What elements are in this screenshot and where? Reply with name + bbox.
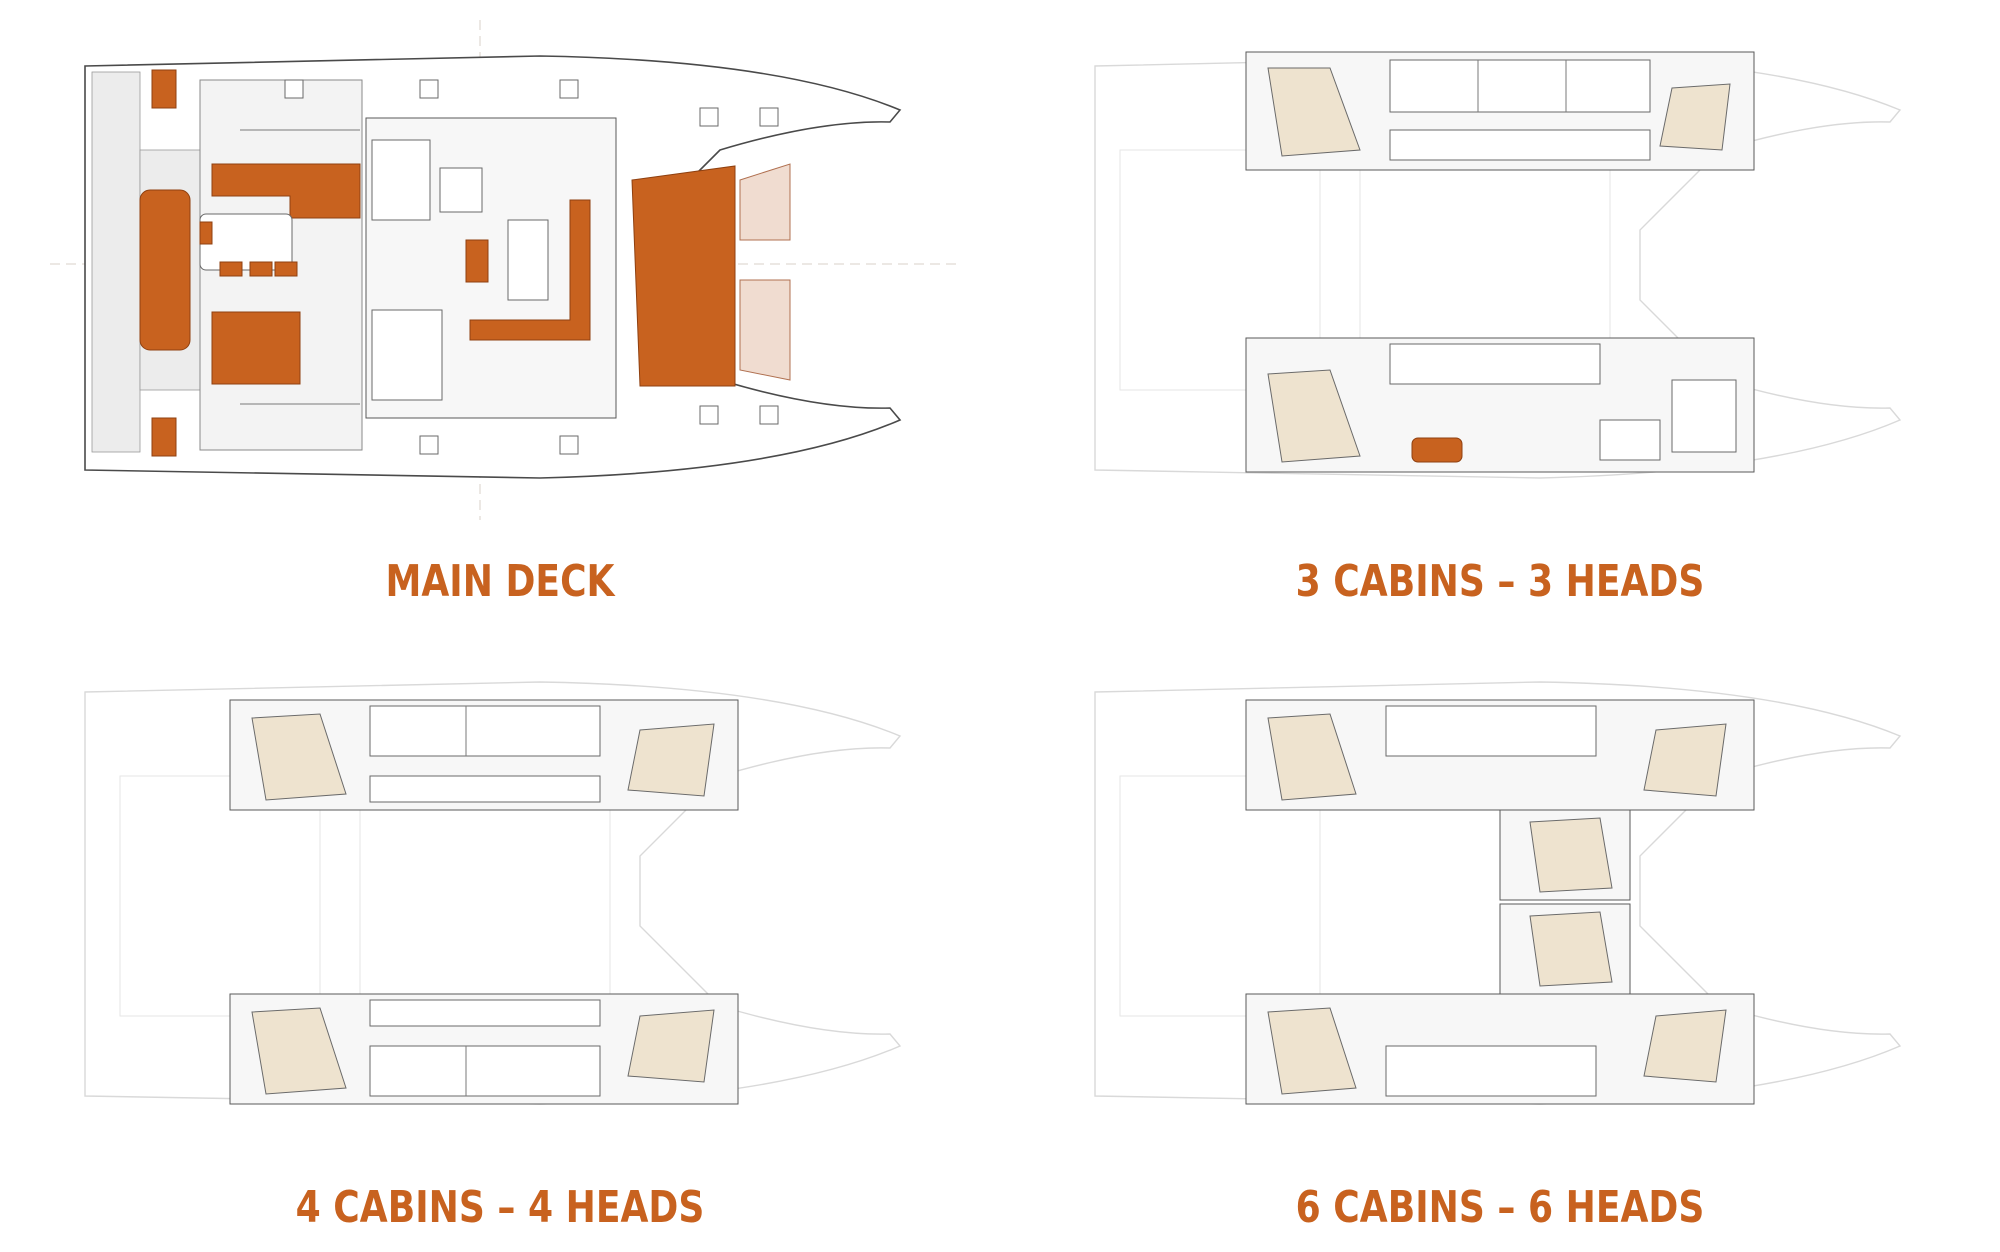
trampoline-net: [739, 279, 791, 381]
stool-cushion: [249, 261, 273, 277]
aft-cabin-bed: [1267, 67, 1361, 157]
owner-storage: [1389, 343, 1601, 385]
port-heads: [1385, 705, 1597, 757]
starboard-heads: [369, 1045, 601, 1097]
saloon-stool: [465, 239, 489, 283]
saloon-cabinet: [371, 309, 443, 401]
port-aft-cabin-bed: [251, 713, 347, 801]
port-middle-cabin-bed: [1529, 817, 1613, 893]
forward-cabin-bed: [1659, 83, 1731, 151]
starboard-aft-cabin-bed: [1267, 1007, 1357, 1095]
starboard-corridor-storage: [369, 999, 601, 1027]
starboard-forward-cabin-bed: [627, 1009, 715, 1083]
stool-cushion: [219, 261, 243, 277]
starboard-forward-cabin-bed: [1643, 1009, 1727, 1083]
helm-seat: [151, 417, 177, 457]
deck-hatch: [559, 79, 579, 99]
deck-hatch: [759, 107, 779, 127]
helm-seat: [151, 69, 177, 109]
port-heads: [369, 705, 601, 757]
starboard-heads: [1385, 1045, 1597, 1097]
main-deck-caption: MAIN DECK: [385, 556, 615, 607]
aft-bench-cushion: [139, 189, 191, 351]
three-cabins-caption: 3 CABINS – 3 HEADS: [1295, 556, 1705, 607]
owner-cabin-bed: [1267, 369, 1361, 463]
galley-sink: [439, 167, 483, 213]
four-cabins-plan: [84, 681, 902, 1105]
owner-shower: [1671, 379, 1737, 453]
trampoline-net: [739, 163, 791, 241]
six-cabins-plan: [1094, 681, 1902, 1105]
six-cabins-caption: 6 CABINS – 6 HEADS: [1295, 1182, 1705, 1233]
six-cabins-panel: 6 CABINS – 6 HEADS: [1000, 626, 2000, 1252]
deck-hatch: [699, 405, 719, 425]
starboard-aft-cabin-bed: [251, 1007, 347, 1095]
stool-cushion: [274, 261, 298, 277]
owner-desk-seat: [1411, 437, 1463, 463]
galley-counter: [371, 139, 431, 221]
starboard-middle-cabin-bed: [1529, 911, 1613, 987]
deck-hatch: [419, 79, 439, 99]
main-deck-plan: [50, 20, 960, 520]
deck-hatch: [284, 79, 304, 99]
deck-hatch: [699, 107, 719, 127]
main-deck-panel: MAIN DECK: [0, 0, 1000, 626]
port-aft-cabin-bed: [1267, 713, 1357, 801]
stool-cushion: [199, 221, 213, 245]
three-cabins-panel: 3 CABINS – 3 HEADS: [1000, 0, 2000, 626]
port-corridor-storage: [369, 775, 601, 803]
forward-lounge-cushion: [631, 165, 736, 387]
aft-transom: [91, 71, 141, 453]
heads-compartment: [1389, 59, 1651, 113]
three-cabins-plan: [1094, 51, 1902, 479]
port-forward-cabin-bed: [627, 723, 715, 797]
saloon-sofa: [469, 199, 591, 341]
port-forward-cabin-bed: [1643, 723, 1727, 797]
four-cabins-panel: 4 CABINS – 4 HEADS: [0, 626, 1000, 1252]
owner-head: [1599, 419, 1661, 461]
four-cabins-caption: 4 CABINS – 4 HEADS: [295, 1182, 705, 1233]
deck-hatch: [419, 435, 439, 455]
saloon-table: [507, 219, 549, 301]
cockpit-seat-cushion-bottom: [211, 311, 301, 385]
deck-hatch: [759, 405, 779, 425]
port-corridor-storage: [1389, 129, 1651, 161]
deck-hatch: [559, 435, 579, 455]
